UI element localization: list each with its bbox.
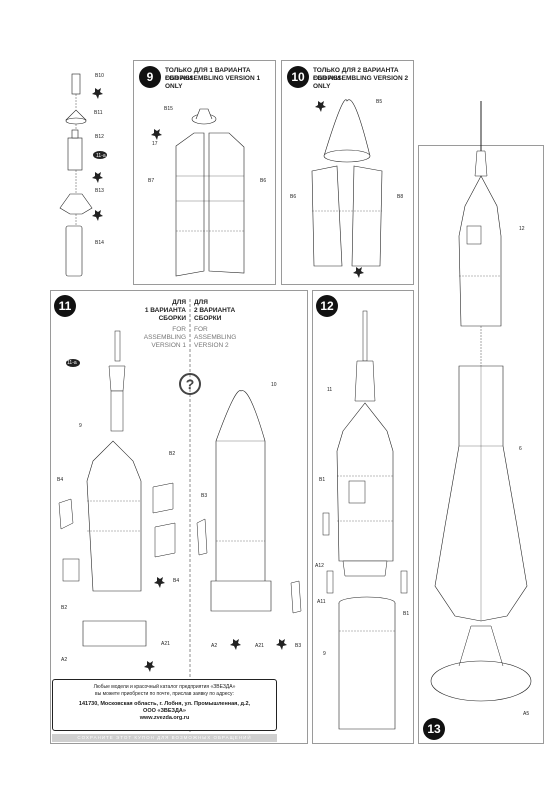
step-10-title-en: FOR ASSEMBLING VERSION 2 ONLY xyxy=(313,75,409,90)
label-b13: B13 xyxy=(95,188,104,194)
label-17-s9: 17 xyxy=(152,141,158,147)
step-11-v2-en-1: FOR xyxy=(194,326,208,333)
step-9-title-en: FOR ASSEMBLING VERSION 1 ONLY xyxy=(165,75,261,90)
label-b11: B11 xyxy=(94,110,103,116)
label-b1-right: B1 xyxy=(403,611,410,617)
label-b5-s10: B5 xyxy=(376,99,383,105)
step-11-v1-en-2: ASSEMBLING xyxy=(143,334,186,341)
label-b6-s10: B6 xyxy=(290,194,297,200)
label-11a-s11: 11-a xyxy=(67,360,77,366)
step-11-v2-ru-1: ДЛЯ xyxy=(194,299,208,306)
label-10-ref: 10 xyxy=(271,382,277,388)
step-11-badge: 11 xyxy=(54,295,76,317)
step-9-badge: 9 xyxy=(139,66,161,88)
label-b2-top: B2 xyxy=(169,451,176,457)
address-coupon: Любые модели и красочный каталог предпри… xyxy=(52,679,277,731)
label-a2-v2: A2 xyxy=(211,643,218,649)
step-11-diagram xyxy=(58,299,302,741)
label-a21-v1: A21 xyxy=(161,641,170,647)
label-b15: B15 xyxy=(164,106,173,112)
label-9-ref: 9 xyxy=(79,423,82,429)
step-12-badge: 12 xyxy=(316,295,338,317)
step-10-badge: 10 xyxy=(287,66,309,88)
label-b7: B7 xyxy=(148,178,155,184)
label-a11: A11 xyxy=(317,599,326,605)
coupon-line-2: вы можете приобрести по почте, прислав з… xyxy=(95,691,234,697)
label-b14: B14 xyxy=(95,240,104,246)
step-9-panel: 9 ТОЛЬКО ДЛЯ 1 ВАРИАНТА СБОРКИ FOR ASSEM… xyxy=(133,60,276,285)
label-b10: B10 xyxy=(95,73,104,79)
step-9-title-ru: ТОЛЬКО ДЛЯ 1 ВАРИАНТА СБОРКИ xyxy=(165,67,251,82)
label-b12: B12 xyxy=(95,134,104,140)
label-b4-right: B4 xyxy=(173,578,180,584)
step-10-title-ru: ТОЛЬКО ДЛЯ 2 ВАРИАНТА СБОРКИ xyxy=(313,67,399,82)
label-6-ref: 6 xyxy=(519,446,522,452)
coupon-company: ООО «ЗВЕЗДА» xyxy=(143,708,186,714)
step-13-panel: 13 12 6 A5 xyxy=(418,101,544,744)
label-b6-s9: B6 xyxy=(260,178,267,184)
step-11-v2-ru-2: 2 ВАРИАНТА xyxy=(194,307,236,314)
step-11-v1-ru-2: 1 ВАРИАНТА xyxy=(144,307,186,314)
coupon-footer: СОХРАНИТЕ ЭТОТ КУПОН ДЛЯ ВОЗМОЖНЫХ ОБРАЩ… xyxy=(52,734,277,742)
coupon-line-1: Любые модели и красочный каталог предпри… xyxy=(93,684,236,690)
step-11-v1-en-1: FOR xyxy=(172,326,186,333)
label-b4-left: B4 xyxy=(57,477,64,483)
step-9-diagram xyxy=(151,108,245,277)
step-12-diagram xyxy=(322,310,408,730)
step-11-v2-ru-3: СБОРКИ xyxy=(194,315,222,322)
label-11-ref: 11 xyxy=(327,387,333,393)
label-a12: A12 xyxy=(315,563,324,569)
coupon-url: www.zvezda.org.ru xyxy=(139,715,190,721)
step-10-panel: 10 ТОЛЬКО ДЛЯ 2 ВАРИАНТА СБОРКИ FOR ASSE… xyxy=(281,60,414,285)
step-10-diagram xyxy=(311,99,383,278)
step-11-v2-en-3: VERSION 2 xyxy=(194,342,229,349)
label-b1-left: B1 xyxy=(319,477,326,483)
step-11-panel: 11 ДЛЯ 1 ВАРИАНТА СБОРКИ FOR ASSEMBLING … xyxy=(50,290,308,744)
step-11-v1-ru-1: ДЛЯ xyxy=(172,299,186,306)
step-12-panel: 12 11 B1 A12 A11 B1 9 xyxy=(312,290,414,744)
label-12-ref: 12 xyxy=(519,226,525,232)
label-b8: B8 xyxy=(397,194,404,200)
label-b3-left: B3 xyxy=(201,493,208,499)
step-13-diagram xyxy=(430,101,532,702)
label-b3-right: B3 xyxy=(295,643,302,649)
step-11-v2-en-2: ASSEMBLING xyxy=(194,334,237,341)
step-11-v1-en-3: VERSION 1 xyxy=(151,342,186,349)
step-11-v1-ru-3: СБОРКИ xyxy=(158,315,186,322)
coupon-address: 141730, Московская область, г. Лобня, ул… xyxy=(78,701,251,707)
label-a21-v2: A21 xyxy=(255,643,264,649)
label-11a-ref: 11-a xyxy=(96,153,106,159)
label-a5: A5 xyxy=(523,711,530,717)
step-13-badge: 13 xyxy=(423,718,445,740)
label-9-ref-s12: 9 xyxy=(323,651,326,657)
label-b2-bottom: B2 xyxy=(61,605,68,611)
label-a2-v1: A2 xyxy=(61,657,68,663)
